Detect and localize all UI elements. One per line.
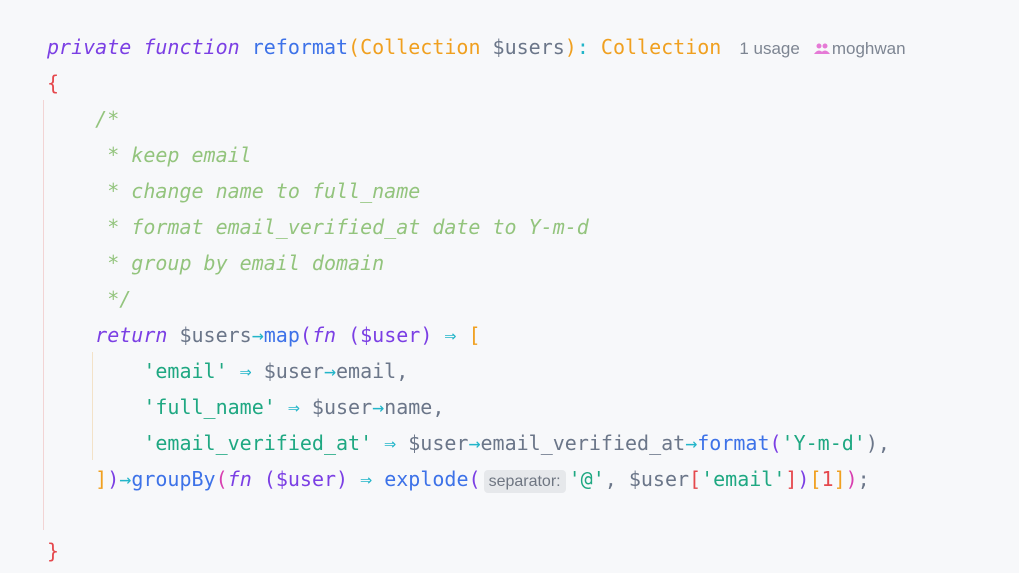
code-token-var: name, — [384, 395, 445, 419]
code-token-cm: * keep email — [47, 143, 252, 167]
code-token-pink: ) — [845, 467, 858, 491]
code-token-cm: * group by email domain — [47, 251, 385, 275]
code-token-str: 'full_name' — [47, 395, 276, 419]
code-token-var: $user — [311, 395, 373, 419]
code-token-op: : — [576, 35, 589, 59]
code-line[interactable]: return $users→map(fn ($user) ⇒ [ — [47, 317, 906, 353]
code-token-fn: map — [263, 323, 300, 347]
code-token-str: 'Y-m-d' — [781, 431, 866, 455]
code-token-type: ] — [833, 467, 846, 491]
code-token-var: $users — [167, 323, 252, 347]
code-line[interactable]: /* — [47, 101, 906, 137]
usages-link[interactable]: 1 usage — [739, 39, 800, 58]
code-token-type: [ — [809, 467, 822, 491]
code-token-op: → — [372, 395, 385, 419]
code-line[interactable]: 'full_name' ⇒ $user→name, — [47, 389, 906, 425]
code-token-kw: return — [95, 323, 168, 347]
code-token-kw: ) — [797, 467, 810, 491]
author-hint[interactable]: moghwan — [813, 31, 906, 67]
code-line[interactable]: */ — [47, 281, 906, 317]
code-token-op: ⇒ — [444, 323, 457, 347]
code-token-str: 'email' — [701, 467, 786, 491]
code-token-op: → — [468, 431, 481, 455]
code-token-kw: ( — [468, 467, 481, 491]
code-token-op: → — [251, 323, 264, 347]
code-token-var: , $user — [604, 467, 690, 491]
code-token-op: → — [685, 431, 698, 455]
code-token-type: Collection — [360, 35, 493, 59]
code-token-op: ⇒ — [227, 359, 264, 383]
code-token-kw: ) — [107, 467, 120, 491]
code-line[interactable]: } — [47, 533, 906, 569]
code-token-str: '@' — [568, 467, 605, 491]
code-token-fn: groupBy — [131, 467, 216, 491]
indent-guide-inner — [92, 352, 93, 460]
code-token-kw: fn — [311, 323, 337, 347]
code-line[interactable]: * change name to full_name — [47, 173, 906, 209]
code-token-kw: private function — [47, 35, 252, 59]
code-line[interactable]: * format email_verified_at date to Y-m-d — [47, 209, 906, 245]
code-line[interactable]: { — [47, 65, 906, 101]
code-token-num: 1 — [821, 467, 834, 491]
code-token-kw: ( — [769, 431, 782, 455]
code-token-brace: ] — [785, 467, 798, 491]
code-editor[interactable]: private function reformat(Collection $us… — [47, 29, 906, 569]
code-token-op: ⇒ — [275, 395, 312, 419]
code-token-type: ) — [564, 35, 577, 59]
code-line[interactable]: 'email' ⇒ $user→email, — [47, 353, 906, 389]
code-line[interactable]: private function reformat(Collection $us… — [47, 29, 906, 65]
code-token-var — [47, 323, 95, 347]
author-name: moghwan — [831, 39, 906, 58]
code-token-op: ⇒ — [360, 467, 385, 491]
code-token-pink: ( — [215, 467, 228, 491]
code-token-fn: explode — [384, 467, 469, 491]
code-token-var: ; — [857, 467, 870, 491]
code-token-brace: } — [47, 539, 60, 563]
code-token-fn: format — [697, 431, 770, 455]
indent-guide-outer — [43, 100, 44, 530]
code-token-cm: * format email_verified_at date to Y-m-d — [47, 215, 589, 239]
code-line[interactable]: 'email_verified_at' ⇒ $user→email_verifi… — [47, 425, 906, 461]
code-line[interactable]: ])→groupBy(fn ($user) ⇒ explode(separato… — [47, 461, 906, 497]
code-line[interactable]: * group by email domain — [47, 245, 906, 281]
parameter-hint: separator: — [483, 470, 566, 493]
code-token-var: $user — [408, 431, 469, 455]
code-token-type: ( — [348, 35, 361, 59]
people-icon — [813, 43, 830, 54]
code-token-cm: * change name to full_name — [47, 179, 421, 203]
code-token-type: ] — [47, 467, 108, 491]
code-token-type: Collection — [588, 35, 722, 59]
code-token-kw: ($user) — [251, 467, 361, 491]
code-line[interactable]: * keep email — [47, 137, 906, 173]
code-token-brace: { — [47, 71, 60, 95]
code-token-kw: fn — [227, 467, 252, 491]
code-token-op: ⇒ — [372, 431, 409, 455]
code-token-brace: [ — [689, 467, 702, 491]
code-token-str: 'email' — [47, 359, 228, 383]
code-token-var — [47, 503, 59, 527]
code-token-cm: */ — [47, 287, 132, 311]
code-token-kw: ($user) — [336, 323, 445, 347]
code-token-op: → — [323, 359, 337, 383]
code-token-var: ), — [865, 431, 890, 455]
code-token-var: email_verified_at — [480, 431, 686, 455]
code-token-var: $user — [263, 359, 324, 383]
code-token-type: [ — [456, 323, 481, 347]
code-token-op: → — [119, 467, 132, 491]
code-token-cm: /* — [47, 107, 120, 131]
code-token-fn: reformat — [251, 35, 349, 59]
code-token-str: 'email_verified_at' — [47, 431, 373, 455]
code-line[interactable] — [47, 497, 906, 533]
code-token-kw: ( — [299, 323, 312, 347]
code-token-var: email, — [336, 359, 409, 383]
code-token-var: $users — [492, 35, 565, 59]
